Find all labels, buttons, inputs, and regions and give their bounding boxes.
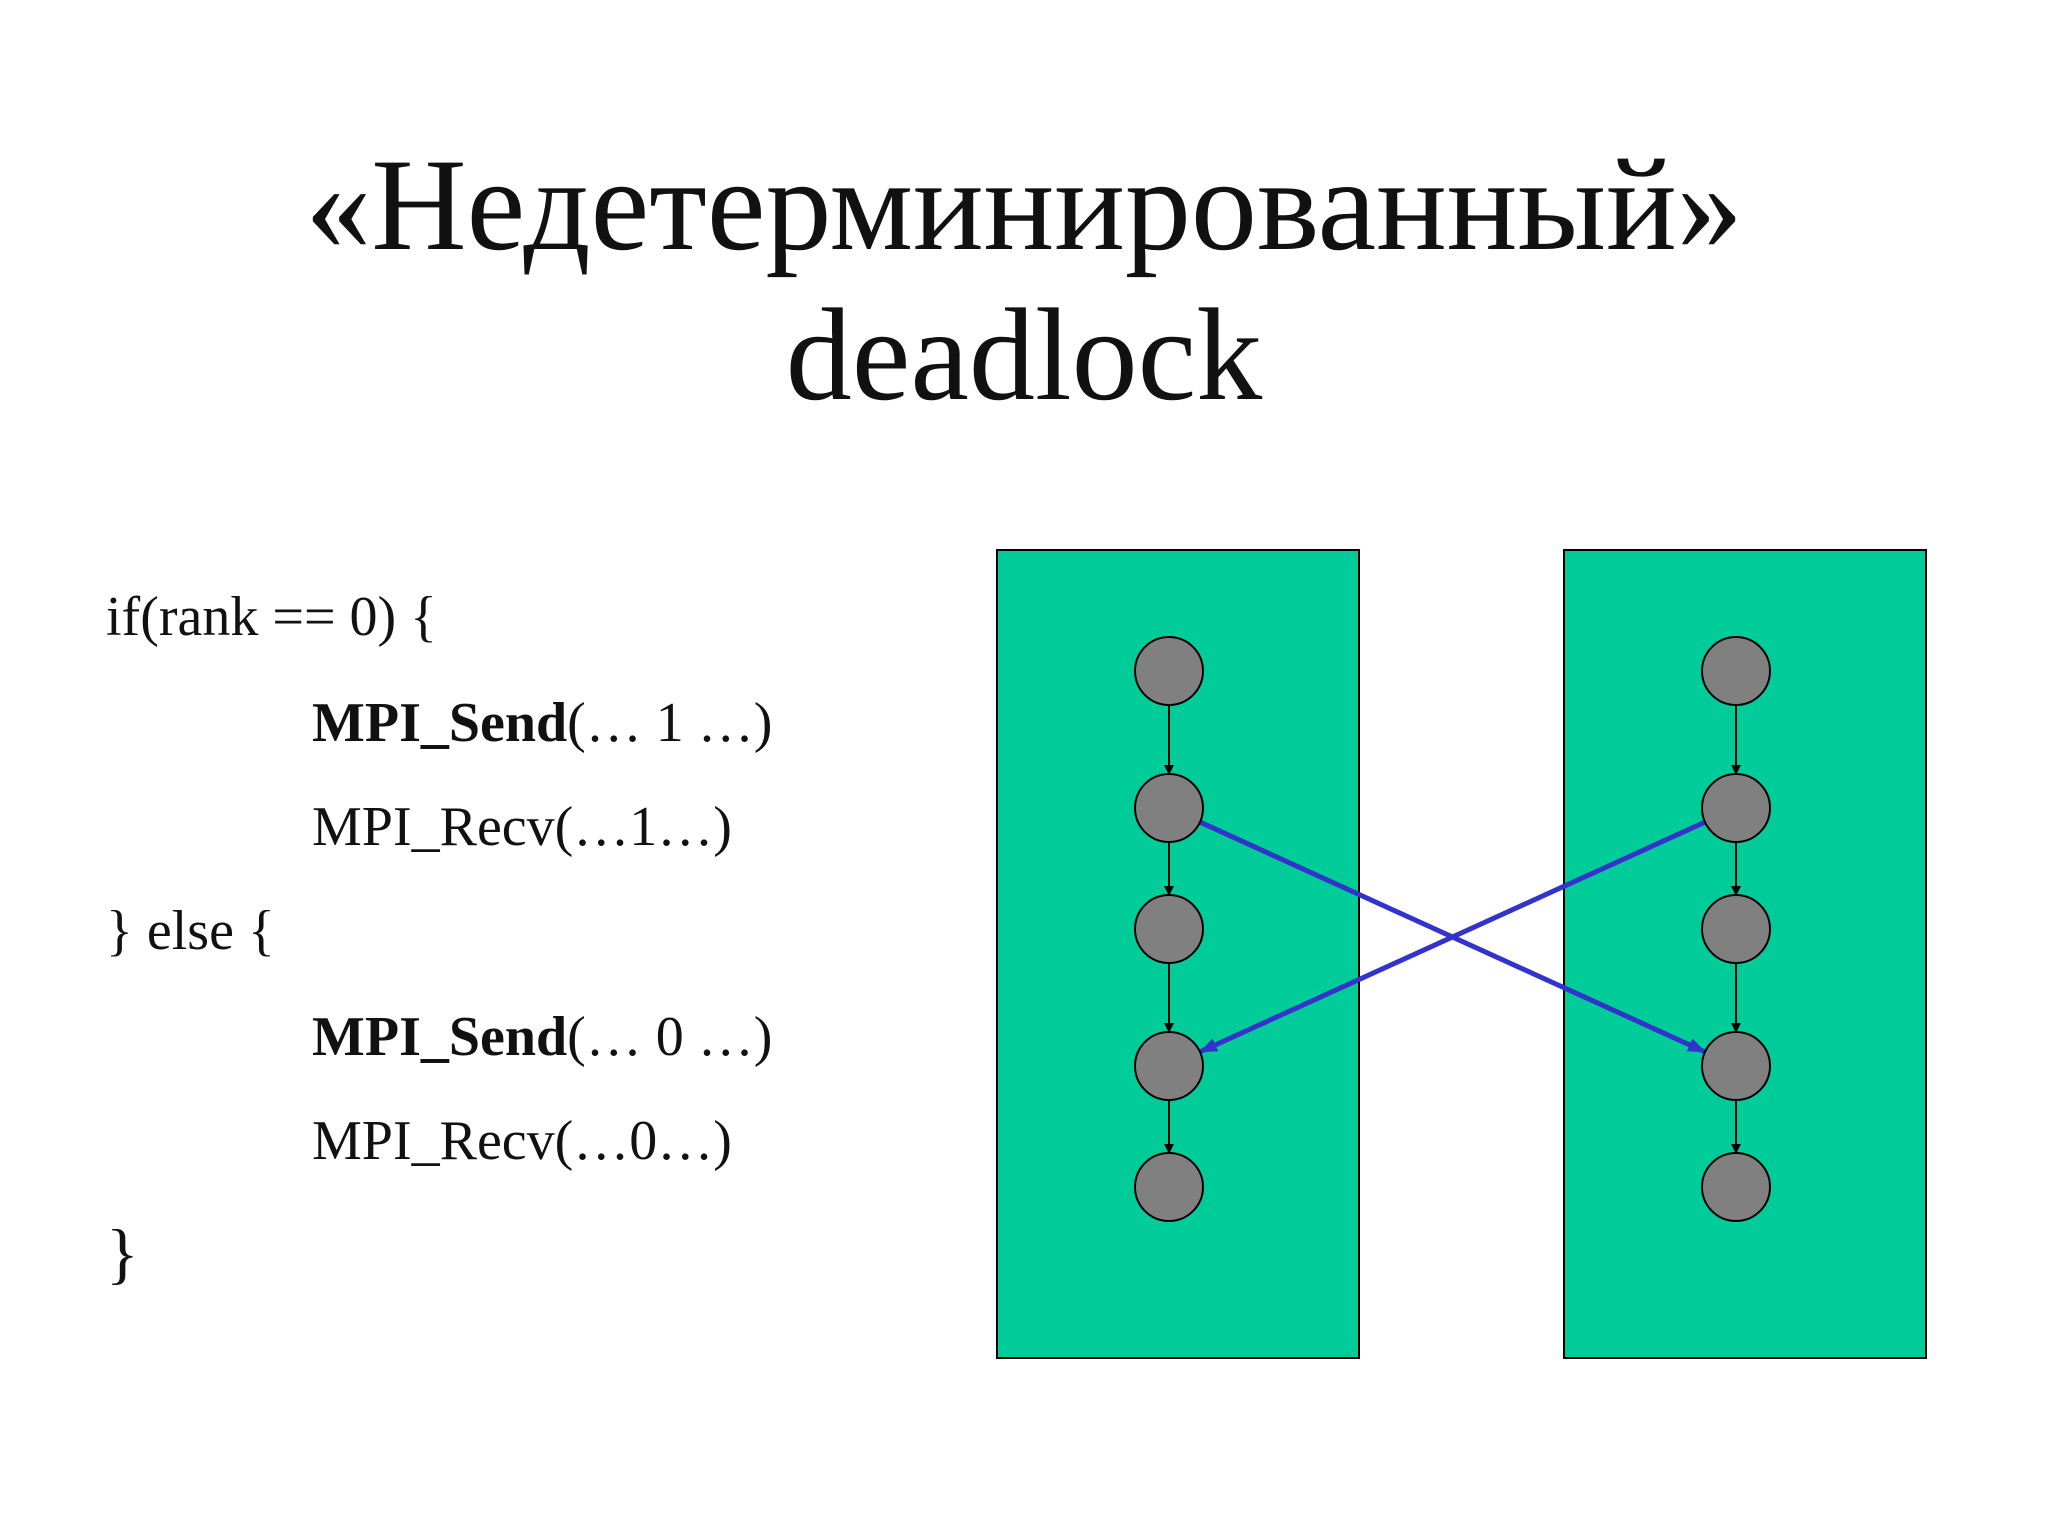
send-args: (… 0 …) xyxy=(567,1006,773,1068)
process-0-node-4 xyxy=(1134,1152,1204,1222)
slide-title: «Недетерминированный» deadlock xyxy=(0,130,2048,430)
process-1-node-3 xyxy=(1701,1031,1771,1101)
code-line-send-0: MPI_Send(… 0 …) xyxy=(312,1002,772,1072)
send-keyword: MPI_Send xyxy=(312,692,568,754)
process-1-node-0 xyxy=(1701,636,1771,706)
title-line-2: deadlock xyxy=(785,281,1263,428)
process-1-node-4 xyxy=(1701,1152,1771,1222)
process-1-node-2 xyxy=(1701,894,1771,964)
send-args: (… 1 …) xyxy=(567,692,773,754)
process-0-node-2 xyxy=(1134,894,1204,964)
message-arrow-1 xyxy=(1199,819,1707,1054)
code-block: if(rank == 0) { MPI_Send(… 1 …) MPI_Recv… xyxy=(0,0,960,1536)
send-keyword: MPI_Send xyxy=(312,1006,568,1068)
process-1-node-1 xyxy=(1701,773,1771,843)
code-line-close-brace: } xyxy=(106,1215,139,1291)
code-line-else: } else { xyxy=(106,900,275,962)
code-line-recv-0: MPI_Recv(…0…) xyxy=(312,1110,732,1172)
process-0-node-3 xyxy=(1134,1031,1204,1101)
process-0-node-1 xyxy=(1134,773,1204,843)
code-line-recv-1: MPI_Recv(…1…) xyxy=(312,796,732,858)
code-line-send-1: MPI_Send(… 1 …) xyxy=(312,688,772,758)
process-0-node-0 xyxy=(1134,636,1204,706)
code-line-if: if(rank == 0) { xyxy=(106,586,438,648)
title-line-1: «Недетерминированный» xyxy=(305,131,1743,278)
